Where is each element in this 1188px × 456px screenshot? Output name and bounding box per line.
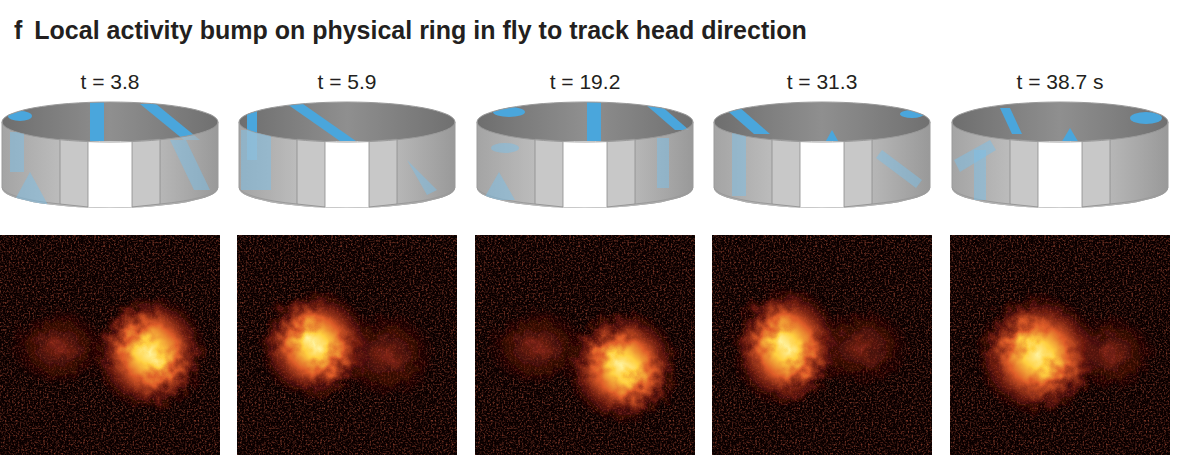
time-label: t = 38.7 s: [1017, 70, 1104, 94]
arena: [477, 100, 693, 208]
arena: [952, 102, 1168, 208]
arena: [714, 102, 930, 208]
figure-title: Local activity bump on physical ring in …: [34, 16, 806, 45]
calcium-image: [712, 235, 932, 455]
arena: [239, 102, 455, 208]
calcium-image: [237, 235, 457, 455]
time-label: t = 5.9: [318, 70, 377, 94]
time-label: t = 19.2: [550, 70, 621, 94]
calcium-image: [475, 235, 695, 455]
panel-letter: f: [14, 16, 22, 45]
arena: [2, 100, 218, 208]
time-label: t = 3.8: [81, 70, 140, 94]
calcium-image: [0, 235, 220, 455]
time-label: t = 31.3: [787, 70, 858, 94]
calcium-image: [950, 235, 1170, 455]
